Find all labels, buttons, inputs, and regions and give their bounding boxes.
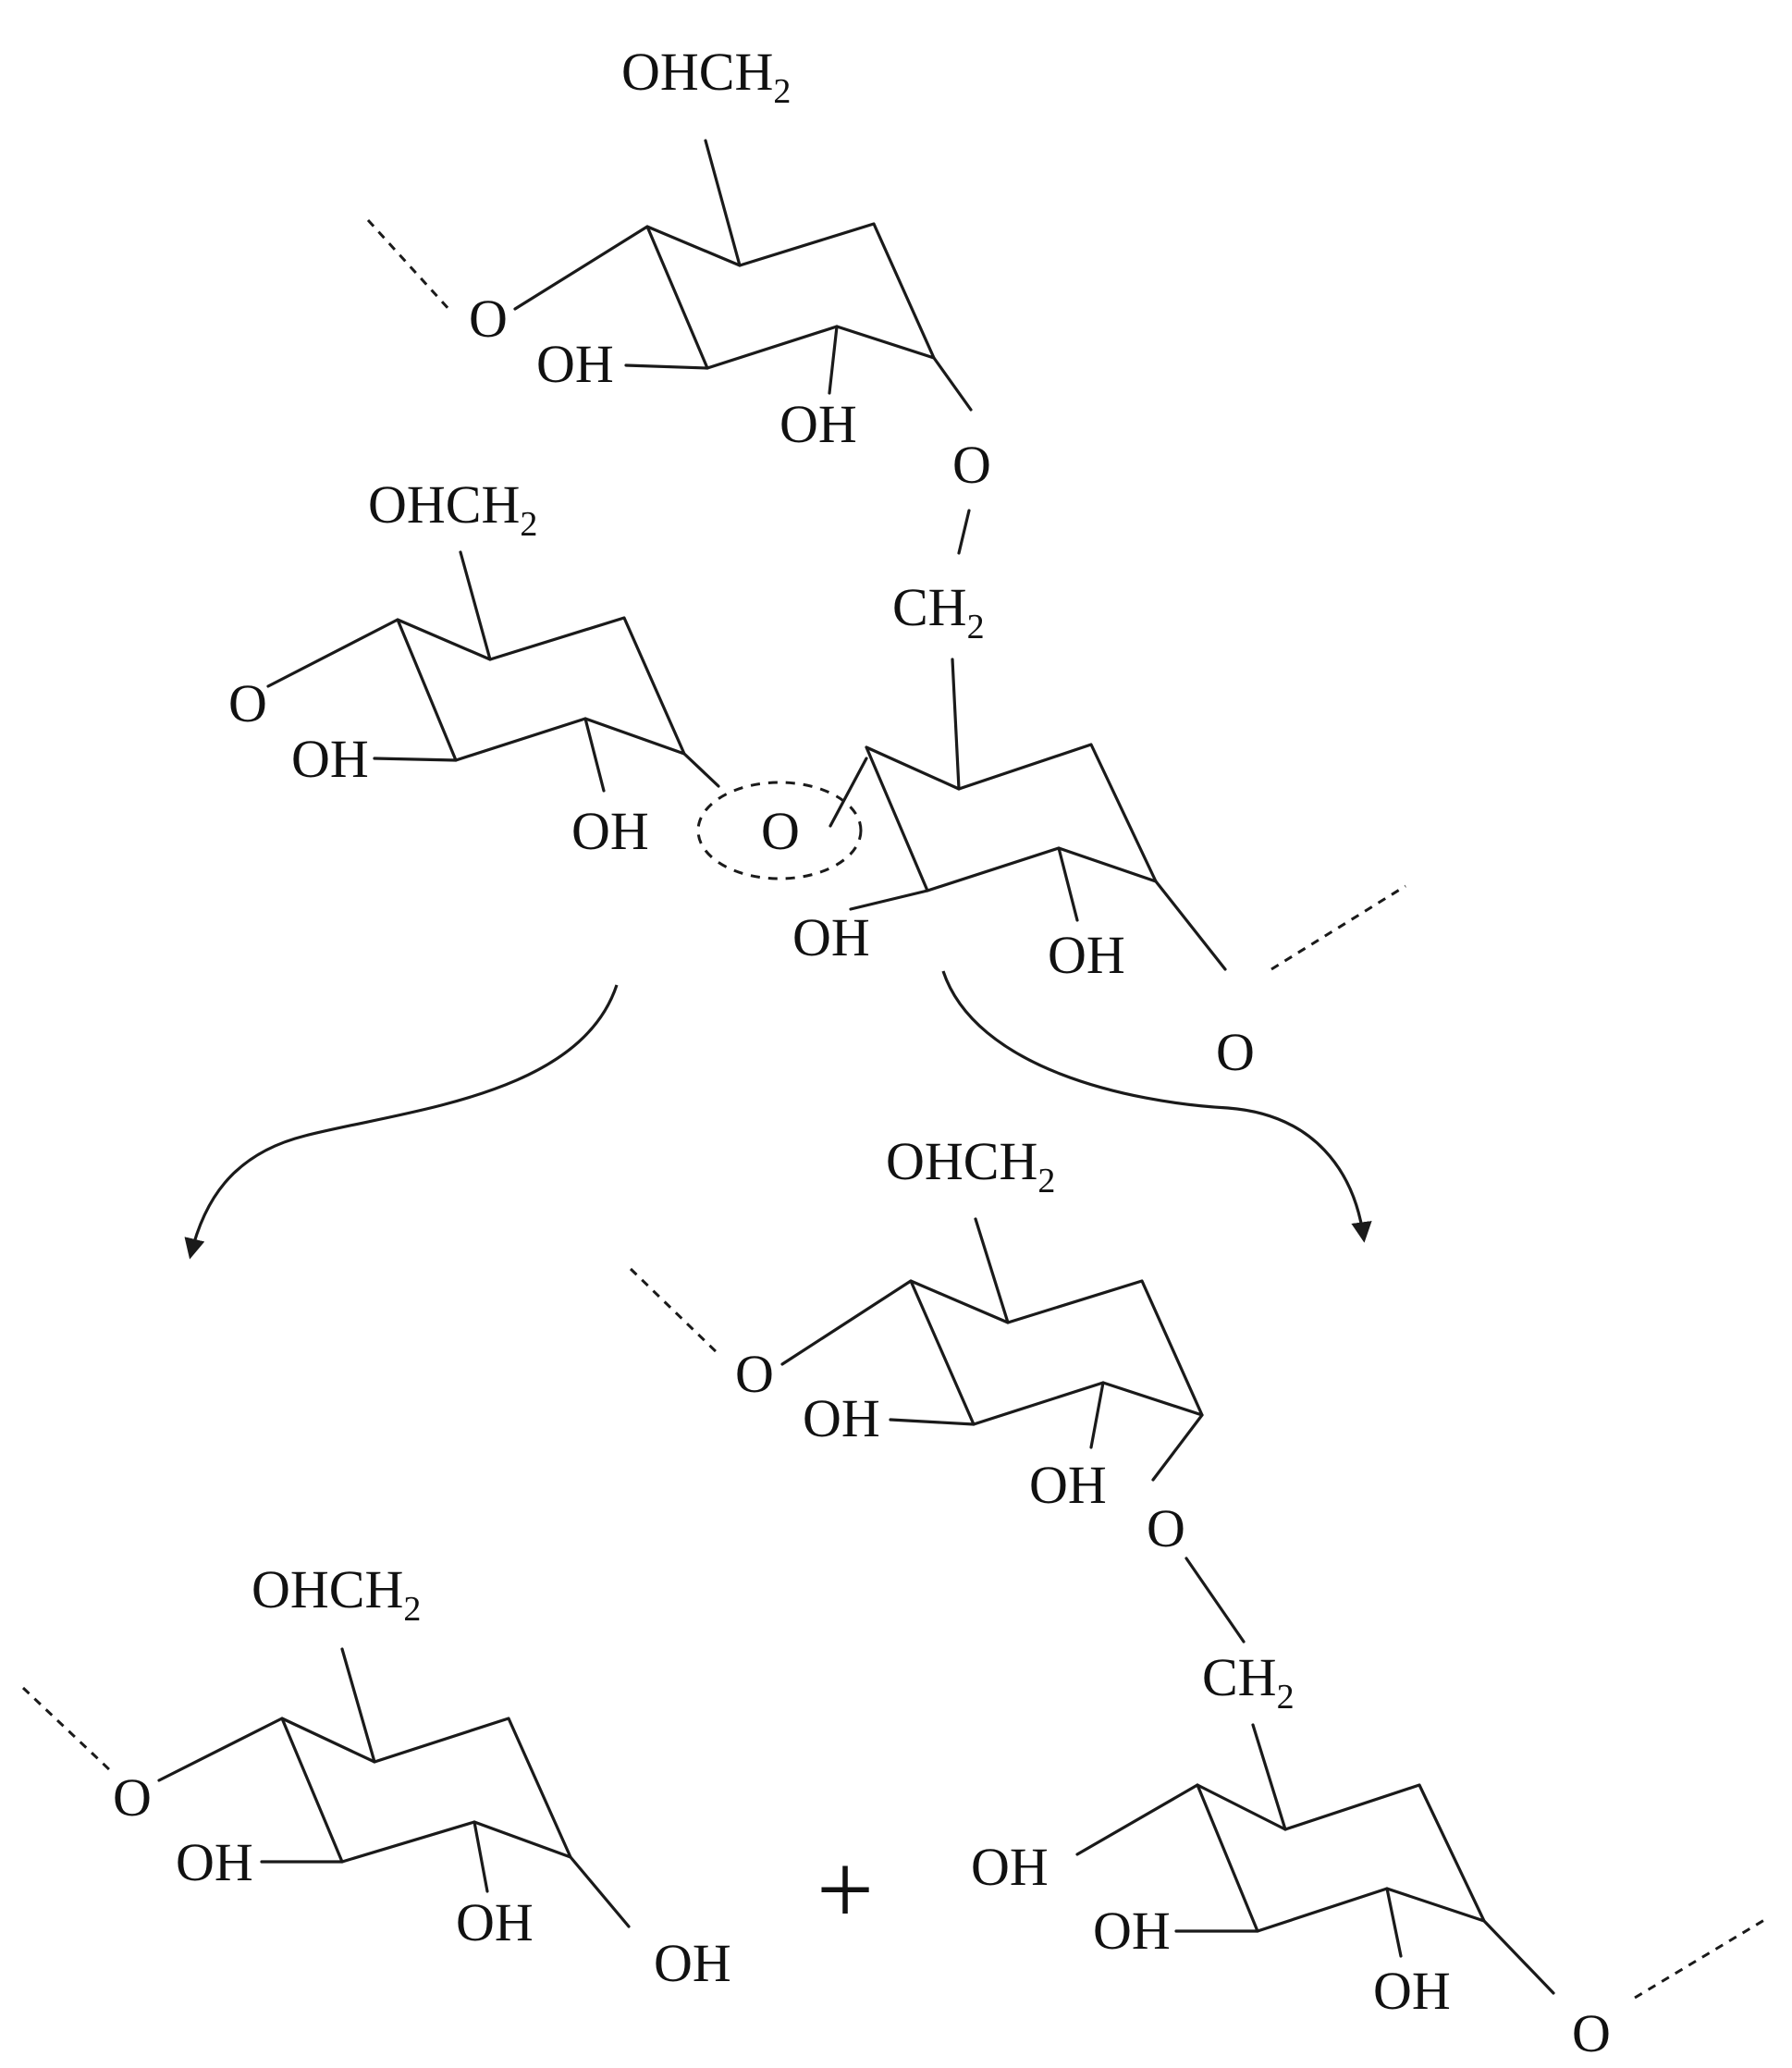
oh-label: OH [536,334,614,394]
oh-bond [473,1820,489,1893]
ch2-bond [1251,1723,1287,1831]
reaction-arrow-right [941,970,1372,1243]
glucose-ring-middle-left: O OHCH2 OH OH O [228,474,868,880]
ch2-label: CH2 [892,577,985,646]
ring-oxygen-label: O [113,1767,152,1828]
cleaved-glycosidic-oxygen-label: O [761,801,800,861]
glycosidic-bond [932,356,973,412]
oh-label: OH [291,729,369,789]
glucose-ring-top: O OHCH2 OH OH O CH2 [366,42,991,646]
ohch2-substituent: OHCH2 [252,1559,421,1629]
oxygen-label: O [1216,1022,1255,1082]
oh-bond [624,363,709,370]
c1-bond [1154,880,1227,971]
glycosidic-oxygen-label: O [952,435,991,495]
oh-bond [1089,1381,1105,1449]
ring-oxygen-label: O [469,289,508,349]
oh-bond [569,1855,631,1928]
oh-bond [889,1418,976,1426]
oh-label: OH [971,1837,1049,1897]
oh-label: OH [571,801,649,861]
ring-oxygen-label: O [735,1344,774,1404]
ch2oh-bond [704,139,742,267]
oh-label: OH [1373,1961,1451,2021]
ch2-label: CH2 [1202,1647,1295,1717]
oh-bond [1385,1887,1403,1958]
oh-bond [1057,846,1079,922]
ring-bonds [266,616,686,762]
chain-continuation-dashed [629,1267,721,1357]
oh-bond [828,325,839,395]
chain-continuation-dashed [1270,884,1406,971]
ch2oh-bond [459,550,492,661]
oh-label: OH [792,907,870,967]
oh-label: OH [654,1933,731,1993]
glycosidic-bond [682,752,720,788]
oxygen-label: O [1572,2003,1611,2063]
oh-label: OH [1029,1455,1107,1515]
oh-label: OH [176,1832,253,1892]
ch2-bond [951,658,961,791]
ring-bonds [1196,1783,1486,1933]
chain-continuation-dashed [366,218,452,313]
glycosidic-bond [1151,1413,1204,1482]
glycosidic-bond [1184,1557,1246,1643]
reaction-arrow-left [184,984,619,1260]
ohch2-substituent: OHCH2 [621,42,791,111]
glucose-ring-product-left: O OHCH2 OH OH OH [21,1559,731,1993]
oh-label: OH [1048,925,1125,985]
ch2oh-bond [974,1217,1010,1324]
glycosidic-bond [957,509,971,555]
ohch2-substituent: OHCH2 [886,1131,1055,1200]
glycosidic-bond [1482,1919,1555,1995]
oh-bond [1075,1783,1199,1856]
ohch2-substituent: OHCH2 [368,474,537,544]
ring-bonds [865,743,1158,892]
oh-label: OH [1093,1901,1171,1961]
oh-label: OH [456,1892,534,1952]
ring-bonds [780,1279,1204,1426]
cleavage-site-dashed-circle [696,781,863,880]
glycosidic-oxygen-label: O [1147,1498,1185,1558]
chain-continuation-dashed [21,1686,113,1773]
plus-sign: + [816,1833,874,1946]
oh-bond [849,889,929,911]
oh-label: OH [779,394,857,454]
chain-continuation-dashed [1634,1915,1770,2000]
glucose-ring-middle-right: OH OH O [792,658,1406,1082]
oh-label: OH [803,1388,880,1448]
glucose-ring-product-right: OH OH OH O [971,1723,1770,2063]
ring-bonds [157,1717,572,1864]
ring-bonds [513,222,936,370]
glucose-ring-product-top: O OHCH2 OH OH O CH2 [629,1131,1295,1717]
ring-oxygen-label: O [228,673,267,733]
ch2oh-bond [340,1647,376,1764]
glycosidic-bond [828,757,868,828]
oh-bond [583,717,606,793]
oh-bond [373,757,458,762]
